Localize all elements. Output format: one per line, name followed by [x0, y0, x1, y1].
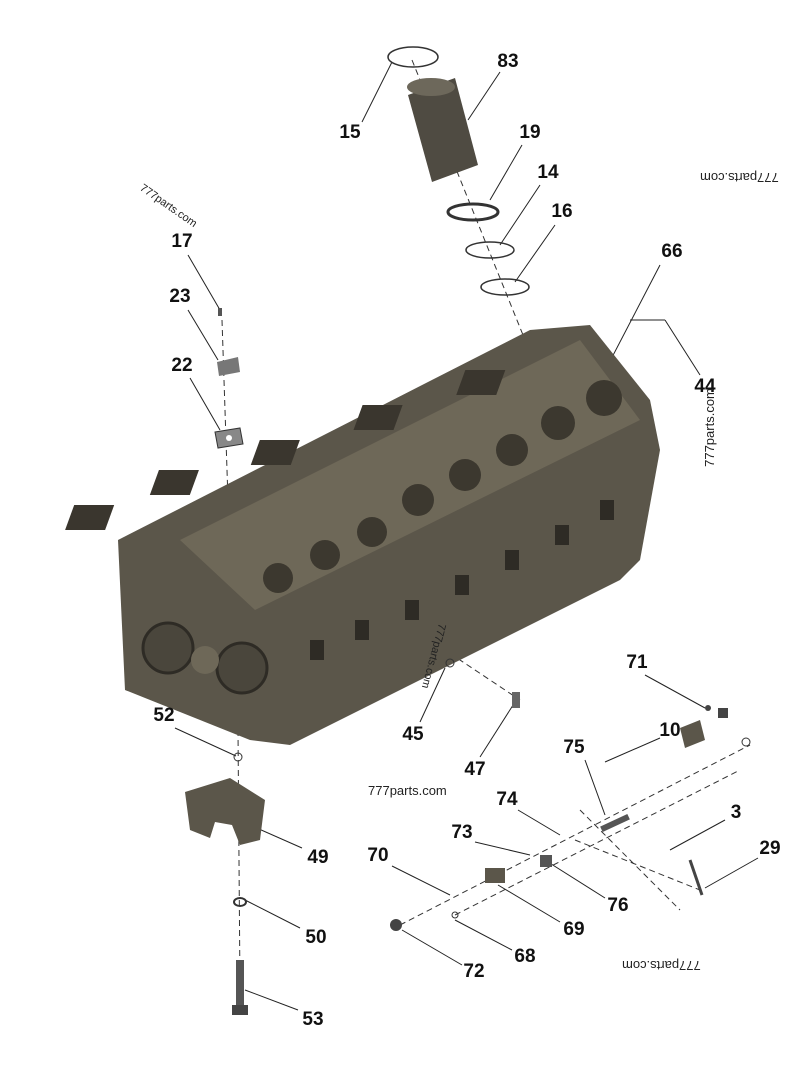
- callout-50[interactable]: 50: [305, 927, 327, 948]
- callout-19[interactable]: 19: [519, 122, 541, 143]
- callout-47[interactable]: 47: [464, 759, 486, 780]
- callout-23[interactable]: 23: [169, 286, 191, 307]
- cylinder-liner-group: [387, 46, 530, 296]
- callout-45[interactable]: 45: [402, 724, 424, 745]
- callout-68[interactable]: 68: [514, 946, 536, 967]
- callout-16[interactable]: 16: [551, 201, 573, 222]
- callout-70[interactable]: 70: [367, 845, 389, 866]
- callout-71[interactable]: 71: [626, 652, 648, 673]
- engine-block: [65, 325, 660, 745]
- watermark: 777parts.com: [701, 388, 717, 467]
- rocker-arm-group: [390, 658, 751, 931]
- callout-72[interactable]: 72: [463, 961, 485, 982]
- watermark: 777parts.com: [622, 958, 701, 973]
- watermark: 777parts.com: [700, 170, 779, 185]
- cover-plate-group: [214, 308, 244, 449]
- callout-14[interactable]: 14: [537, 162, 559, 183]
- callout-74[interactable]: 74: [496, 789, 518, 810]
- callout-29[interactable]: 29: [759, 838, 781, 859]
- callout-17[interactable]: 17: [171, 231, 193, 252]
- callout-76[interactable]: 76: [607, 895, 629, 916]
- callout-15[interactable]: 15: [339, 122, 361, 143]
- leader-lines: [174, 61, 759, 1011]
- callout-10[interactable]: 10: [659, 720, 681, 741]
- callout-52[interactable]: 52: [153, 705, 175, 726]
- callout-73[interactable]: 73: [451, 822, 473, 843]
- callout-44[interactable]: 44: [694, 376, 716, 397]
- callout-53[interactable]: 53: [302, 1009, 324, 1030]
- bearing-cap-group: [185, 752, 265, 1015]
- watermark: 777parts.com: [368, 783, 447, 798]
- callout-3[interactable]: 3: [730, 802, 742, 823]
- callout-66[interactable]: 66: [661, 241, 683, 262]
- callout-69[interactable]: 69: [563, 919, 585, 940]
- callout-75[interactable]: 75: [563, 737, 585, 758]
- callout-22[interactable]: 22: [171, 355, 193, 376]
- callout-49[interactable]: 49: [307, 847, 329, 868]
- callout-83[interactable]: 83: [497, 51, 519, 72]
